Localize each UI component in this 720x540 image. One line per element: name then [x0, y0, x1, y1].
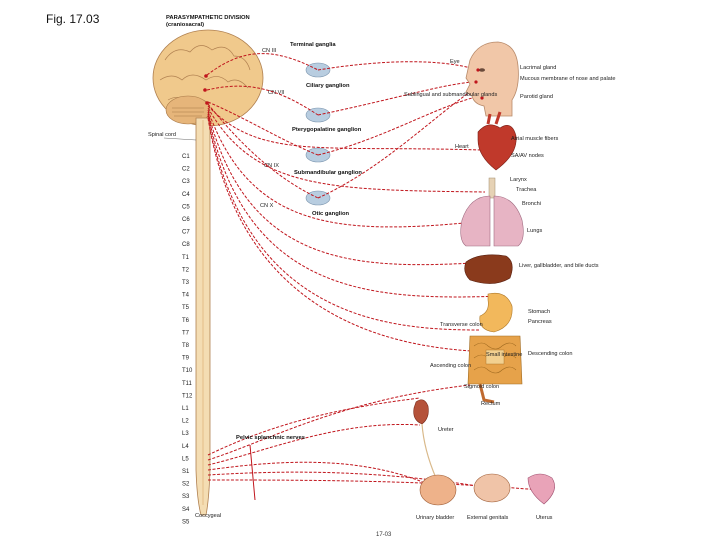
segment-label: T1 [182, 255, 190, 261]
kidney [413, 399, 437, 479]
cn-x-label: CN X [260, 203, 274, 209]
descending-label: Descending colon [528, 351, 572, 357]
parotid-label: Parotid gland [520, 94, 553, 100]
segment-label: S1 [182, 469, 190, 475]
heart [477, 111, 517, 171]
segment-label: S2 [182, 482, 190, 488]
cn-ix-label: CN IX [264, 163, 279, 169]
segment-label: L2 [182, 419, 189, 425]
lungs [460, 177, 524, 247]
head [465, 41, 519, 117]
segment-label: C6 [182, 217, 190, 223]
segment-label: T8 [182, 343, 190, 349]
segment-label: C1 [182, 154, 190, 160]
terminal-ganglia-label: Terminal ganglia [290, 42, 336, 48]
segment-label: S5 [182, 519, 190, 525]
bronchi-label: Bronchi [522, 201, 541, 207]
larynx-label: Larynx [510, 177, 527, 183]
segment-label: C3 [182, 179, 190, 185]
segment-label: C4 [182, 192, 190, 198]
submandibular-label: Submandibular ganglion [294, 170, 362, 176]
small-int-label: Small intestine [486, 352, 522, 358]
spinal-cord [195, 117, 211, 516]
lacrimal-label: Lacrimal gland [520, 65, 556, 71]
figure-footer: 17-03 [376, 532, 392, 538]
uterus-label: Uterus [536, 515, 553, 521]
segment-label: C2 [182, 167, 190, 173]
heading-title: PARASYMPATHETIC DIVISION [166, 15, 250, 21]
lungs-label: Lungs [527, 228, 542, 234]
sigmoid-label: Sigmoid colon [464, 384, 499, 390]
stomach-label: Stomach [528, 309, 550, 315]
heading-subtitle: (craniosacral) [166, 22, 204, 28]
urinary-bladder [419, 474, 457, 506]
eye-label: Eye [450, 59, 460, 65]
brain [152, 29, 264, 127]
heart-label: Heart [455, 144, 469, 150]
segment-label: S3 [182, 494, 190, 500]
rectum-label: Rectum [481, 401, 501, 407]
ciliary-ganglion-label: Ciliary ganglion [306, 83, 350, 89]
segment-label: L4 [182, 444, 189, 450]
ureter-label: Ureter [438, 427, 454, 433]
bladder-label: Urinary bladder [416, 515, 454, 521]
ascending-label: Ascending colon [430, 363, 471, 369]
external-genitals [473, 473, 511, 503]
liver-label: Liver, gallbladder, and bile ducts [519, 263, 599, 269]
pelvic-nerves-label: Pelvic splanchnic nerves [236, 435, 305, 441]
segment-label: T6 [182, 318, 190, 324]
segment-label: T3 [182, 280, 190, 286]
segment-label: L1 [182, 406, 189, 412]
otic-ganglion-label: Otic ganglion [312, 211, 349, 217]
segment-label: C5 [182, 204, 190, 210]
cn-iii-label: CN III [262, 48, 277, 54]
segment-label: T9 [182, 356, 190, 362]
segment-label: L3 [182, 431, 189, 437]
liver [464, 254, 513, 284]
segment-label: C8 [182, 242, 190, 248]
transverse-label: Transverse colon [440, 322, 483, 328]
segment-labels: C1C2C3C4C5C6C7C8T1T2T3T4T5T6T7T8T9T10T11… [182, 154, 193, 525]
sublingual-label: Sublingual and submandibular glands [404, 92, 497, 98]
atrial-label: Atrial muscle fibers [511, 136, 558, 142]
segment-label: T11 [182, 381, 193, 387]
segment-label: L5 [182, 456, 189, 462]
figure-title: Fig. 17.03 [46, 12, 100, 26]
coccygeal-label: Coccygeal [195, 513, 221, 519]
segment-label: T10 [182, 368, 193, 374]
pancreas-label: Pancreas [528, 319, 552, 325]
digestive-organs [467, 292, 523, 404]
segment-label: T2 [182, 267, 190, 273]
segment-label: S4 [182, 507, 190, 513]
sa-av-label: SA/AV nodes [511, 153, 544, 159]
uterus [527, 473, 555, 505]
segment-label: C7 [182, 230, 190, 236]
segment-label: T7 [182, 330, 190, 336]
spinal-cord-label: Spinal cord [148, 132, 176, 138]
mucous-label: Mucous membrane of nose and palate [520, 76, 615, 82]
cranial-nerve-fibers [206, 53, 506, 353]
segment-label: T5 [182, 305, 190, 311]
trachea-label: Trachea [516, 187, 537, 193]
segment-label: T12 [182, 393, 193, 399]
segment-label: T4 [182, 293, 190, 299]
pterygopalatine-label: Pterygopalatine ganglion [292, 127, 362, 133]
genitals-label: External genitals [467, 515, 509, 521]
